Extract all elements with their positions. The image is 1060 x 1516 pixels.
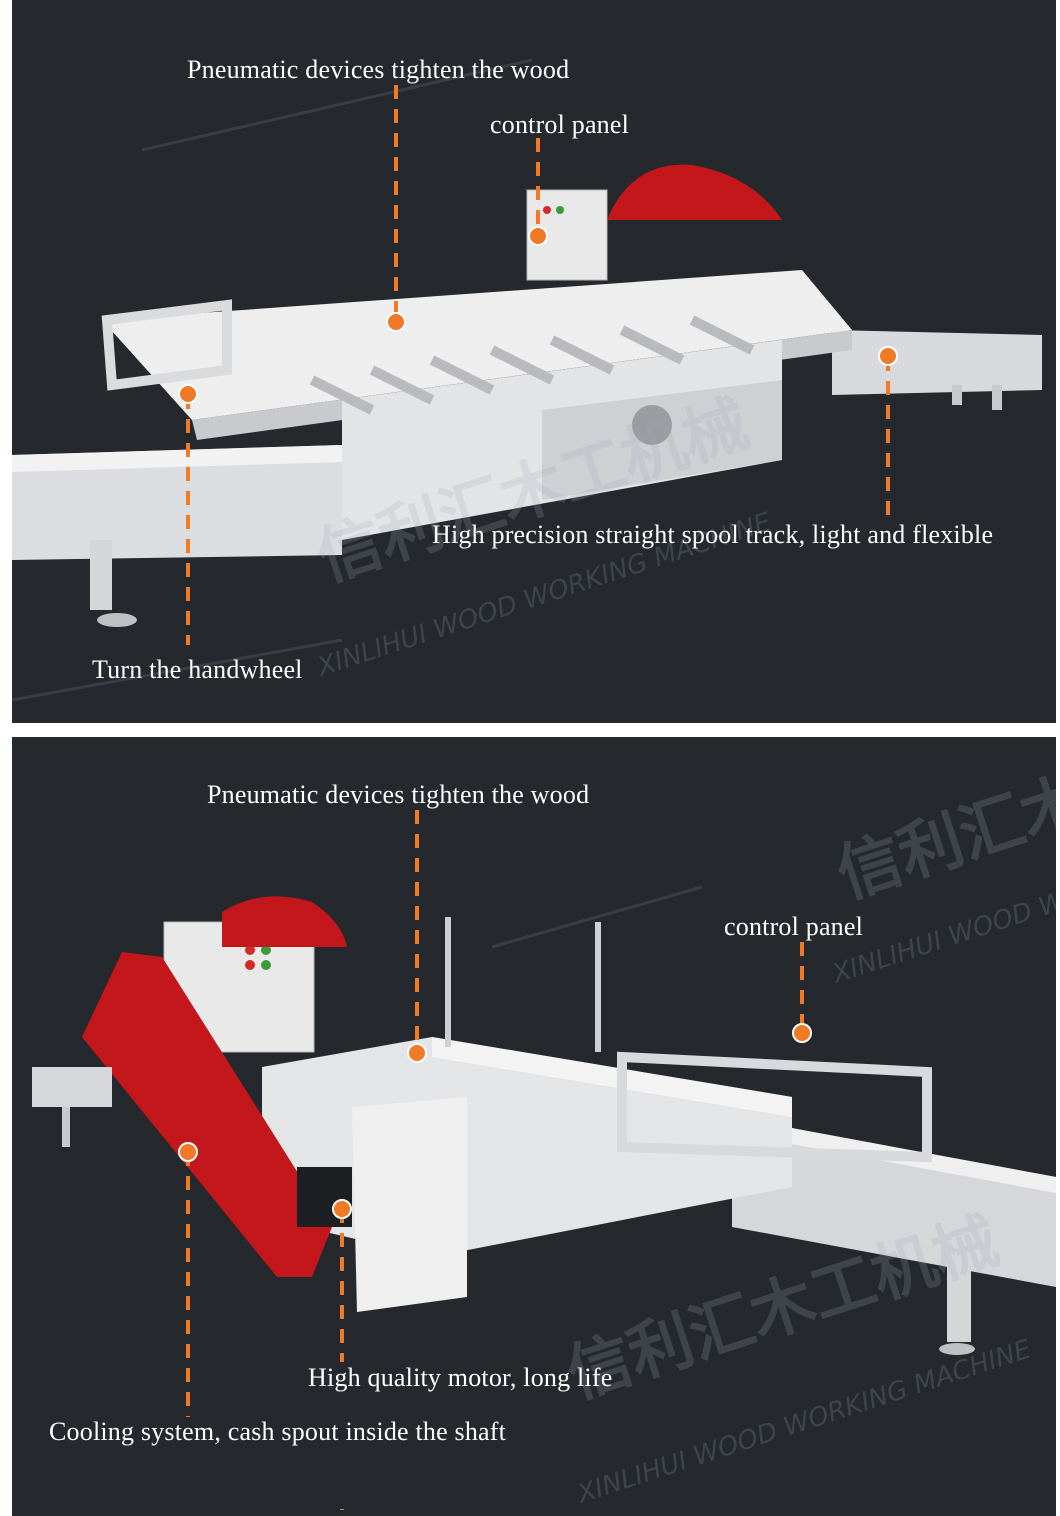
label-pneumatic: Pneumatic devices tighten the wood	[187, 55, 570, 84]
label-control-panel: control panel	[724, 912, 864, 941]
machine-table	[102, 270, 852, 420]
top-machine-illustration	[12, 58, 1042, 702]
callout-dot-control-panel	[528, 226, 548, 246]
callout-dot-control-panel	[792, 1023, 812, 1043]
label-motor: High quality motor, long life	[308, 1363, 613, 1392]
bottom-machine-illustration	[32, 810, 1056, 1510]
leg	[947, 1262, 971, 1342]
callout-dot-pneumatic	[386, 312, 406, 332]
track-right	[832, 330, 1042, 395]
label-control-panel: control panel	[490, 110, 630, 139]
cabinet	[352, 1097, 467, 1312]
callout-dot-handwheel	[178, 384, 198, 404]
callout-dot-spool-track	[878, 346, 898, 366]
label-pneumatic: Pneumatic devices tighten the wood	[207, 780, 590, 809]
control-box	[526, 189, 608, 281]
blade-guard	[607, 164, 782, 220]
top-product-panel: 信利汇木工机械 XINLIHUI WOOD WORKING MACHINE Pn…	[12, 0, 1056, 723]
callout-dot-motor	[332, 1199, 352, 1219]
track-right	[732, 1117, 1056, 1287]
blade-guard	[82, 952, 332, 1277]
bottom-product-panel: 信利汇木工机械 XINLIHUI WOOD WORKING MACHINE 信利…	[12, 737, 1056, 1516]
callout-dot-pneumatic	[407, 1043, 427, 1063]
callout-dot-cooling	[178, 1142, 198, 1162]
label-spool-track: High precision straight spool track, lig…	[432, 520, 994, 549]
label-handwheel: Turn the handwheel	[92, 655, 303, 684]
label-cooling: Cooling system, cash spout inside the sh…	[49, 1417, 507, 1446]
leg	[90, 540, 112, 610]
track-left	[12, 445, 342, 560]
